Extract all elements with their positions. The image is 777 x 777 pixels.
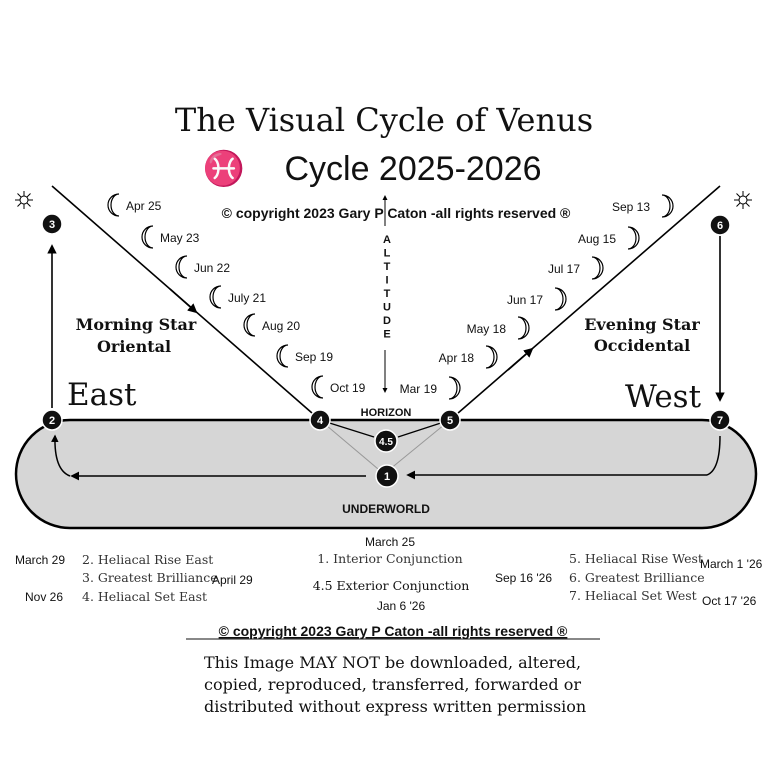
phase-marker-5: 5 xyxy=(439,409,461,431)
crescent-moon-icon xyxy=(141,225,154,249)
evening-date-label: Aug 15 xyxy=(578,232,616,246)
legend-left-item-1: 2. Heliacal Rise East xyxy=(82,552,213,567)
legend-right-item-3: 7. Heliacal Set West xyxy=(569,588,697,603)
crescent-moon-icon xyxy=(661,194,674,218)
copyright-bottom: © copyright 2023 Gary P Caton -all right… xyxy=(219,623,568,639)
legend-left-date-3: Nov 26 xyxy=(25,590,63,604)
evening-star-ascent-arrow xyxy=(507,347,534,371)
altitude-letter: L xyxy=(384,248,391,260)
underworld-arrow-west-curve xyxy=(706,435,721,476)
morning-date-label: Apr 25 xyxy=(126,199,162,213)
phase-marker-label: 5 xyxy=(447,415,453,427)
west-label: West xyxy=(625,379,702,415)
altitude-letter: T xyxy=(384,261,391,273)
evening-star-label-line2: Occidental xyxy=(594,336,690,355)
legend-left-item-2: 3. Greatest Brilliance xyxy=(82,570,218,585)
evening-date-label: Sep 13 xyxy=(612,200,650,214)
phase-marker-label: 2 xyxy=(49,415,55,427)
underworld-arrow-east-curve xyxy=(51,434,71,477)
crescent-moon-icon xyxy=(311,375,324,399)
legend-middle-item-1: 1. Interior Conjunction xyxy=(317,551,462,566)
crescent-moon-icon xyxy=(627,226,640,250)
evening-date-label: Jun 17 xyxy=(507,293,543,307)
east-label: East xyxy=(67,377,137,413)
phase-marker-3: 3 xyxy=(41,213,63,235)
legend-left-item-3: 4. Heliacal Set East xyxy=(82,589,207,604)
phase-marker-label: 4.5 xyxy=(379,437,393,448)
crescent-moon-icon xyxy=(209,285,222,309)
legend-right-item-1: 5. Heliacal Rise West xyxy=(569,551,703,566)
morning-date-label: Oct 19 xyxy=(330,381,366,395)
crescent-moon-icon xyxy=(591,256,604,280)
altitude-letter: E xyxy=(383,329,390,341)
phase-marker-6: 6 xyxy=(709,214,731,236)
morning-star-label-line2: Oriental xyxy=(97,337,171,356)
notice-line-3: distributed without express written perm… xyxy=(204,697,586,716)
starburst-west-icon xyxy=(733,190,753,210)
legend: March 29 2. Heliacal Rise East 3. Greate… xyxy=(15,535,763,613)
legend-left-date-1: March 29 xyxy=(15,553,65,567)
phase-marker-7: 7 xyxy=(709,409,731,431)
conjunction-line-right xyxy=(383,419,451,475)
starburst-east-icon xyxy=(14,190,34,210)
phase-marker-1: 1 xyxy=(375,464,399,488)
evening-date-label: May 18 xyxy=(467,322,507,336)
altitude-letter: U xyxy=(383,302,391,314)
legend-right-date-3: Oct 17 '26 xyxy=(702,594,757,608)
legend-middle-date-bottom: Jan 6 '26 xyxy=(377,599,426,613)
evening-star-ascent-line xyxy=(449,185,721,421)
altitude-letter: A xyxy=(383,234,391,246)
phase-marker-label: 7 xyxy=(717,415,723,427)
notice-line-2: copied, reproduced, transferred, forward… xyxy=(204,675,581,694)
crescent-moon-icon xyxy=(554,287,567,311)
phase-marker-label: 6 xyxy=(717,220,723,232)
phase-marker-label: 1 xyxy=(384,471,390,483)
phase-marker-4: 4 xyxy=(309,409,331,431)
legend-right-date-1: Sep 16 '26 xyxy=(495,571,552,585)
morning-date-label: Aug 20 xyxy=(262,319,300,333)
underworld-label: UNDERWORLD xyxy=(342,502,430,516)
altitude-letter: T xyxy=(384,288,391,300)
diagram-title: The Visual Cycle of Venus xyxy=(175,101,593,139)
copyright-top: © copyright 2023 Gary P Caton -all right… xyxy=(222,205,571,221)
evening-star-label-line1: Evening Star xyxy=(584,315,700,334)
phase-markers: 1 2 3 4 4.5 5 6 7 xyxy=(41,213,731,488)
crescent-moon-icon xyxy=(448,376,461,400)
legend-middle-date-top: March 25 xyxy=(365,535,415,549)
crescent-moon-icon xyxy=(175,255,188,279)
morning-star-descent-arrow xyxy=(169,288,198,314)
phase-marker-label: 3 xyxy=(49,219,55,231)
morning-date-label: July 21 xyxy=(228,291,266,305)
altitude-letter: D xyxy=(383,315,391,327)
phase-marker-label: 4 xyxy=(317,415,324,427)
crescent-moon-icon xyxy=(243,313,256,337)
cycle-subtitle: Cycle 2025-2026 xyxy=(284,150,541,188)
morning-date-label: Jun 22 xyxy=(194,261,230,275)
legend-middle-item-2: 4.5 Exterior Conjunction xyxy=(313,578,470,593)
phase-marker-45: 4.5 xyxy=(374,429,398,453)
legend-right-date-2: March 1 '26 xyxy=(700,557,763,571)
notice-line-1: This Image MAY NOT be downloaded, altere… xyxy=(204,653,581,672)
crescent-moon-icon xyxy=(517,316,530,340)
pisces-icon: ♓ xyxy=(203,149,245,189)
evening-crescent-series: Mar 19 Apr 18 May 18 Jun 17 Jul 17 Aug 15 Sep … xyxy=(400,194,674,400)
altitude-letter: I xyxy=(385,275,388,287)
evening-date-label: Apr 18 xyxy=(439,351,475,365)
crescent-moon-icon xyxy=(485,345,498,369)
crescent-moon-icon xyxy=(276,344,289,368)
evening-date-label: Mar 19 xyxy=(400,382,438,396)
legend-right-item-2: 6. Greatest Brilliance xyxy=(569,570,705,585)
crescent-moon-icon xyxy=(107,193,120,217)
morning-date-label: Sep 19 xyxy=(295,350,333,364)
legend-left-date-2: April 29 xyxy=(212,573,253,587)
morning-crescent-series: Apr 25 May 23 Jun 22 July 21 Aug 20 Sep 19 Oct… xyxy=(107,193,366,399)
evening-date-label: Jul 17 xyxy=(548,262,580,276)
conjunction-line-left xyxy=(319,419,385,475)
morning-date-label: May 23 xyxy=(160,231,200,245)
phase-marker-2: 2 xyxy=(41,409,63,431)
morning-star-label-line1: Morning Star xyxy=(76,315,197,334)
horizon-label: HORIZON xyxy=(361,407,412,419)
